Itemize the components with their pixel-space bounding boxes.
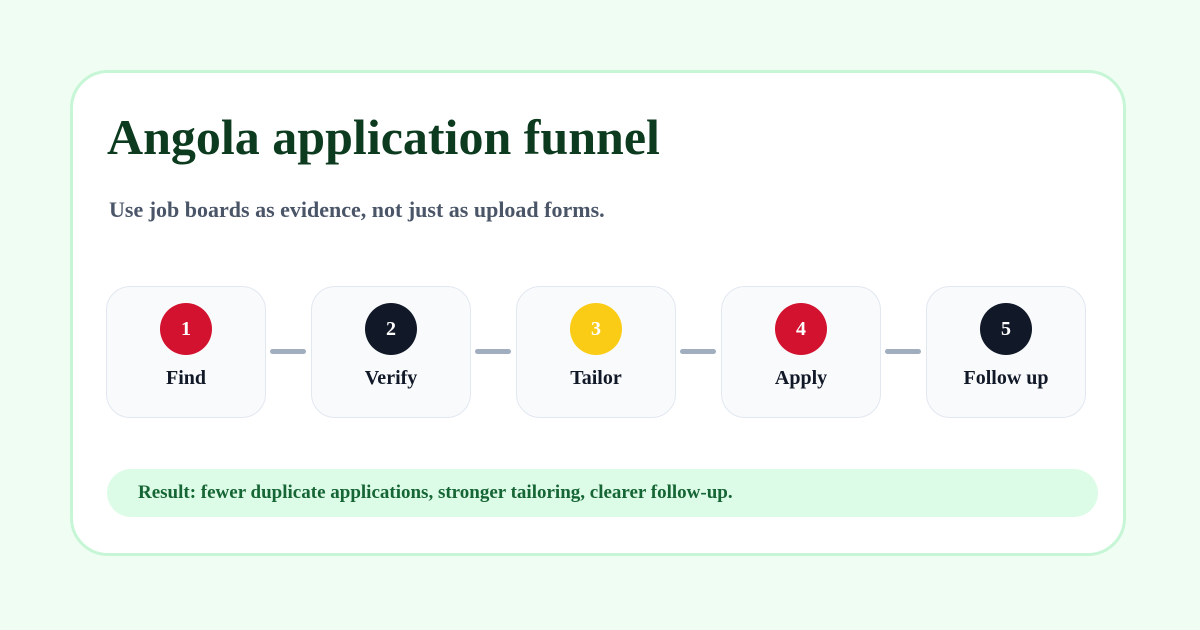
step-number-badge: 5 <box>980 303 1032 355</box>
result-banner: Result: fewer duplicate applications, st… <box>107 469 1098 517</box>
step-number-badge: 3 <box>570 303 622 355</box>
diagram-title: Angola application funnel <box>107 109 660 165</box>
funnel-card: Angola application funnel Use job boards… <box>70 70 1126 556</box>
step-label: Verify <box>364 367 418 389</box>
funnel-steps: 1 Find 2 Verify 3 Tailor 4 Apply 5 Follo… <box>106 286 1088 420</box>
step-label: Apply <box>774 367 828 389</box>
step-tailor: 3 Tailor <box>516 286 676 418</box>
step-number-badge: 1 <box>160 303 212 355</box>
step-number-badge: 4 <box>775 303 827 355</box>
step-label: Find <box>165 367 207 389</box>
step-connector <box>680 349 716 354</box>
step-connector <box>885 349 921 354</box>
step-find: 1 Find <box>106 286 266 418</box>
step-apply: 4 Apply <box>721 286 881 418</box>
result-text: Result: fewer duplicate applications, st… <box>138 482 733 503</box>
step-label: Tailor <box>570 367 622 389</box>
diagram-subtitle: Use job boards as evidence, not just as … <box>109 197 605 222</box>
step-verify: 2 Verify <box>311 286 471 418</box>
step-number-badge: 2 <box>365 303 417 355</box>
step-follow-up: 5 Follow up <box>926 286 1086 418</box>
step-connector <box>270 349 306 354</box>
step-label: Follow up <box>963 367 1049 389</box>
step-connector <box>475 349 511 354</box>
